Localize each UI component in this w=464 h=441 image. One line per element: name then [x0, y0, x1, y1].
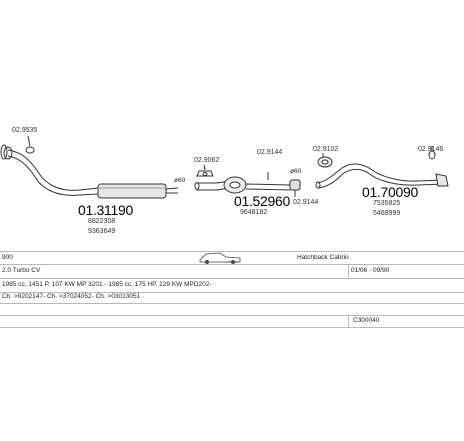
table-divider: [0, 264, 464, 265]
accessory-code: 02.9062: [194, 157, 220, 164]
clamp-02-9102: [317, 153, 333, 168]
gasket-02-9062: [196, 164, 214, 177]
table-divider: [0, 327, 464, 328]
accessory-code: 02.9144: [293, 199, 319, 206]
table-divider: [0, 303, 464, 304]
part-number: 01.52960: [234, 193, 290, 209]
accessory-code: 02.9102: [313, 146, 339, 153]
table-divider: [0, 292, 464, 293]
table-divider: [348, 315, 349, 327]
tail-pipe-01-70090: [315, 163, 449, 189]
part-number: 01.70090: [362, 184, 418, 200]
front-pipe: [0, 144, 99, 196]
product-code: C300040: [353, 317, 380, 324]
diameter-label: ø60: [290, 168, 302, 175]
vehicle-body: Hatchback Cabrio: [297, 254, 349, 261]
part-number: 01.31190: [78, 202, 133, 218]
table-divider: [348, 264, 349, 278]
vehicle-spec: 1985 cc, 1451 P, 107 KW MP 3201 - 1985 c…: [2, 281, 212, 288]
vehicle-dates: 01/06 - 09/90: [351, 267, 390, 274]
diameter-label: ø60: [174, 177, 186, 184]
accessory-code: 02.9146: [418, 146, 444, 153]
table-divider: [0, 251, 464, 252]
accessory-code: 02.9535: [12, 127, 38, 134]
table-divider: [0, 278, 464, 279]
intermediate-pipe: [194, 181, 229, 191]
clamp-02-9144: [289, 179, 301, 197]
vehicle-engine: 2.0 Turbo CV: [2, 267, 41, 274]
part-reference: 9648182: [240, 209, 268, 216]
vehicle-model: 900: [2, 254, 13, 261]
part-reference: 9363649: [88, 228, 116, 235]
vehicle-chassis: Ch. >9202147- Ch. >37024052- Ch. >030130…: [2, 293, 141, 300]
part-reference: 5468999: [373, 210, 401, 217]
clamp-02-9535: [25, 135, 35, 154]
hanger-02-9146: [428, 146, 436, 160]
table-divider: [0, 315, 464, 316]
rear-silencer-01-52960: [223, 172, 291, 194]
center-silencer: [97, 183, 179, 199]
accessory-code: 02.9144: [257, 149, 283, 156]
part-reference: 8822308: [88, 218, 116, 225]
part-reference: 7535825: [373, 200, 401, 207]
